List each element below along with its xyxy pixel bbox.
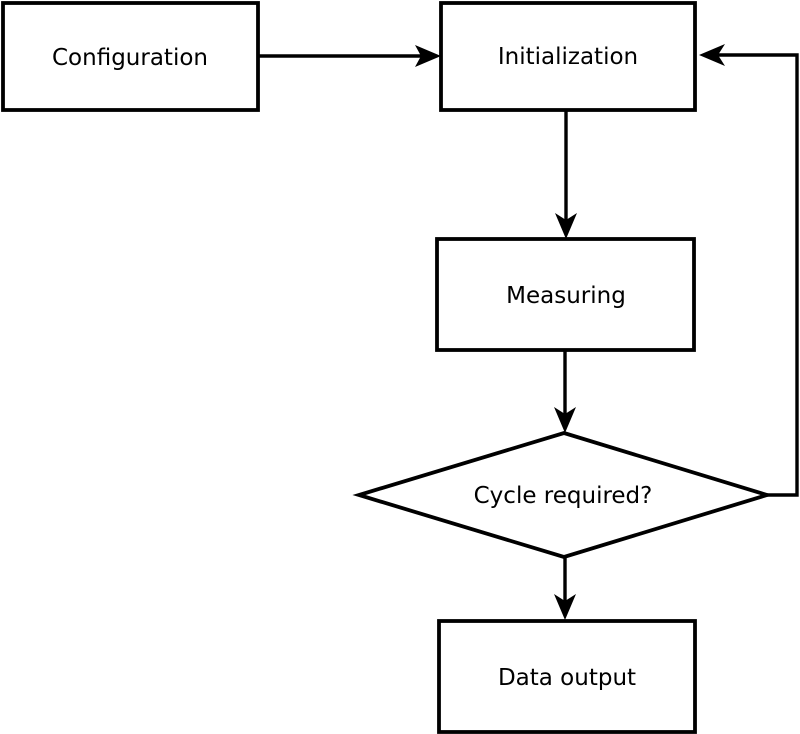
node-data-output-box — [437, 619, 697, 734]
edge-cycle-required-to-data-output — [554, 557, 576, 620]
node-cycle-required: Cycle required? — [352, 431, 774, 559]
edge-initialization-to-measuring — [555, 110, 577, 239]
edge-configuration-to-initialization — [258, 45, 441, 67]
node-measuring-label: Measuring — [506, 283, 626, 309]
arrowhead-down-icon — [555, 213, 577, 239]
arrowhead-left-icon — [699, 44, 725, 66]
node-configuration: Configuration — [1, 1, 260, 112]
node-data-output: Data output — [437, 619, 697, 734]
node-initialization: Initialization — [439, 1, 697, 112]
node-initialization-label: Initialization — [498, 44, 638, 70]
node-cycle-required-label: Cycle required? — [474, 483, 653, 509]
edge-cycle-required-to-initialization-loop — [699, 44, 799, 497]
node-cycle-required-diamond — [352, 431, 774, 559]
node-initialization-box — [439, 1, 697, 112]
arrowhead-down-icon — [554, 407, 576, 433]
node-configuration-box — [1, 1, 260, 112]
arrowhead-down-icon — [554, 594, 576, 620]
node-measuring: Measuring — [435, 237, 696, 352]
node-configuration-label: Configuration — [52, 45, 208, 71]
arrowhead-right-icon — [415, 45, 441, 67]
edge-line — [712, 53, 799, 497]
edge-measuring-to-cycle-required — [554, 350, 576, 433]
node-measuring-box — [435, 237, 696, 352]
node-data-output-label: Data output — [498, 665, 636, 691]
